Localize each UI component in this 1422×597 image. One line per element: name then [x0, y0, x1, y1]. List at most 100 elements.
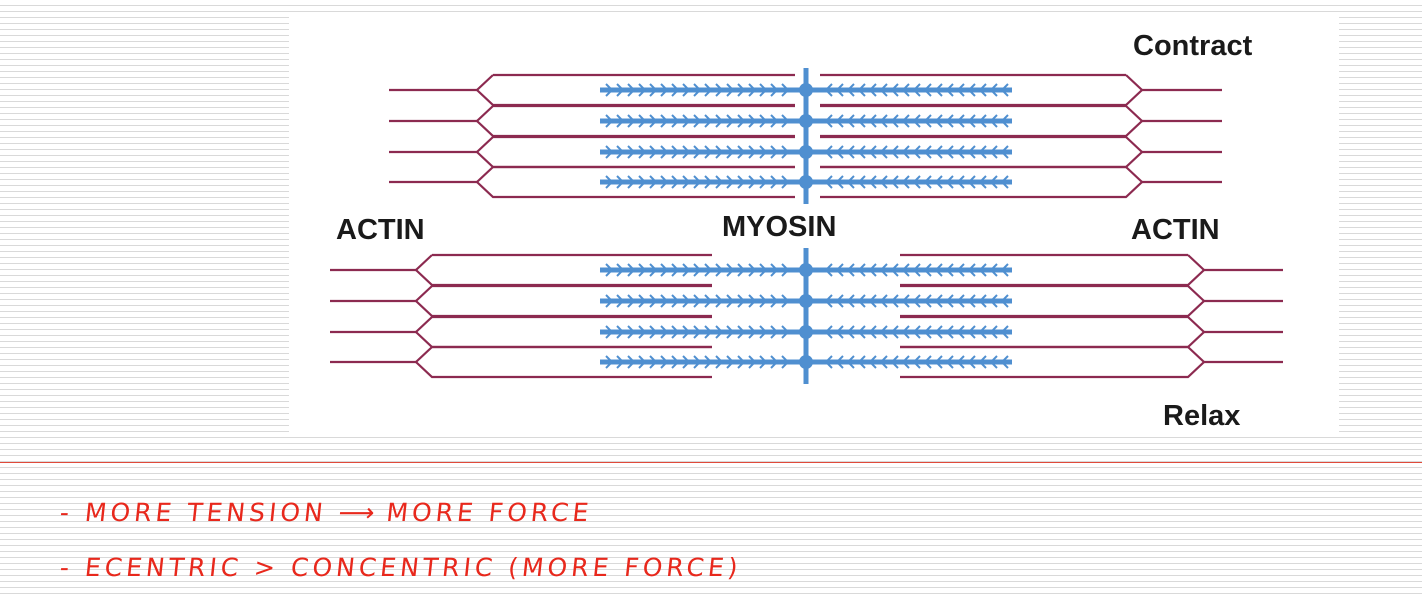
myosin-head: [704, 355, 713, 369]
actin-filament-left: [475, 165, 795, 199]
myosin-head: [605, 263, 614, 277]
myosin-head: [726, 325, 735, 339]
myosin-head: [726, 263, 735, 277]
myosin-head: [890, 355, 899, 369]
myosin-head: [934, 145, 943, 159]
myosin-head: [978, 175, 987, 189]
myosin-head: [879, 355, 888, 369]
myosin-head: [660, 83, 669, 97]
myosin-head: [671, 145, 680, 159]
myosin-head: [627, 114, 636, 128]
myosin-head: [989, 263, 998, 277]
myosin-head: [737, 114, 746, 128]
myosin-head: [737, 355, 746, 369]
relax-label: Relax: [1163, 400, 1241, 432]
myosin-head: [901, 355, 910, 369]
myosin-head: [759, 175, 768, 189]
myosin-head: [879, 145, 888, 159]
arrow-right-icon: ⟶: [337, 498, 377, 527]
myosin-head: [781, 325, 790, 339]
myosin-head: [704, 294, 713, 308]
myosin-head: [945, 325, 954, 339]
myosin-head: [605, 355, 614, 369]
myosin-head: [824, 114, 833, 128]
myosin-head: [638, 175, 647, 189]
myosin-head: [638, 325, 647, 339]
myosin-head: [868, 145, 877, 159]
myosin-head: [693, 175, 702, 189]
myosin-head: [748, 294, 757, 308]
myosin-head: [912, 83, 921, 97]
myosin-head: [748, 114, 757, 128]
myosin-head: [649, 114, 658, 128]
myosin-head: [956, 355, 965, 369]
myosin-head: [693, 294, 702, 308]
myosin-head: [846, 175, 855, 189]
myosin-head: [846, 83, 855, 97]
myosin-head: [901, 145, 910, 159]
contracted-sarcomere: [389, 68, 1222, 204]
myosin-head: [945, 294, 954, 308]
actin-right-label: ACTIN: [1131, 214, 1220, 246]
myosin-head: [726, 83, 735, 97]
myosin-head: [781, 294, 790, 308]
myosin-head: [967, 83, 976, 97]
myosin-head: [616, 175, 625, 189]
myosin-head: [726, 294, 735, 308]
myosin-head: [890, 175, 899, 189]
myosin-head: [868, 175, 877, 189]
relaxed-sarcomere: [330, 248, 1283, 384]
myosin-head: [781, 114, 790, 128]
myosin-head: [857, 294, 866, 308]
myosin-head: [945, 175, 954, 189]
myosin-head: [835, 263, 844, 277]
myosin-head: [715, 325, 724, 339]
myosin-head: [638, 355, 647, 369]
myosin-head: [781, 263, 790, 277]
myosin-head: [693, 114, 702, 128]
myosin-head: [868, 355, 877, 369]
myosin-head: [890, 294, 899, 308]
myosin-head: [693, 355, 702, 369]
myosin-head: [890, 114, 899, 128]
actin-filament-right: [820, 165, 1144, 199]
myosin-head: [649, 263, 658, 277]
myosin-head: [835, 145, 844, 159]
myosin-head: [1000, 83, 1009, 97]
myosin-head: [835, 355, 844, 369]
myosin-head: [934, 355, 943, 369]
myosin-head: [682, 294, 691, 308]
myosin-head: [956, 325, 965, 339]
myosin-head: [835, 175, 844, 189]
myosin-head: [879, 83, 888, 97]
myosin-head: [682, 114, 691, 128]
myosin-head: [638, 114, 647, 128]
myosin-head: [748, 325, 757, 339]
myosin-head: [759, 325, 768, 339]
myosin-head: [956, 83, 965, 97]
myosin-head: [715, 263, 724, 277]
myosin-head: [846, 145, 855, 159]
myosin-head: [1000, 145, 1009, 159]
myosin-head: [671, 325, 680, 339]
myosin-head: [978, 83, 987, 97]
myosin-head: [835, 325, 844, 339]
myosin-head: [616, 145, 625, 159]
myosin-head: [901, 175, 910, 189]
myosin-head: [835, 294, 844, 308]
myosin-head: [649, 175, 658, 189]
myosin-head: [770, 325, 779, 339]
myosin-head: [671, 294, 680, 308]
myosin-head: [748, 263, 757, 277]
myosin-head: [857, 325, 866, 339]
myosin-head: [660, 175, 669, 189]
myosin-head: [824, 325, 833, 339]
myosin-head: [967, 355, 976, 369]
myosin-head: [605, 114, 614, 128]
myosin-head: [715, 114, 724, 128]
myosin-head: [748, 83, 757, 97]
myosin-head: [704, 145, 713, 159]
myosin-head: [912, 263, 921, 277]
myosin-head: [879, 294, 888, 308]
myosin-head: [923, 325, 932, 339]
